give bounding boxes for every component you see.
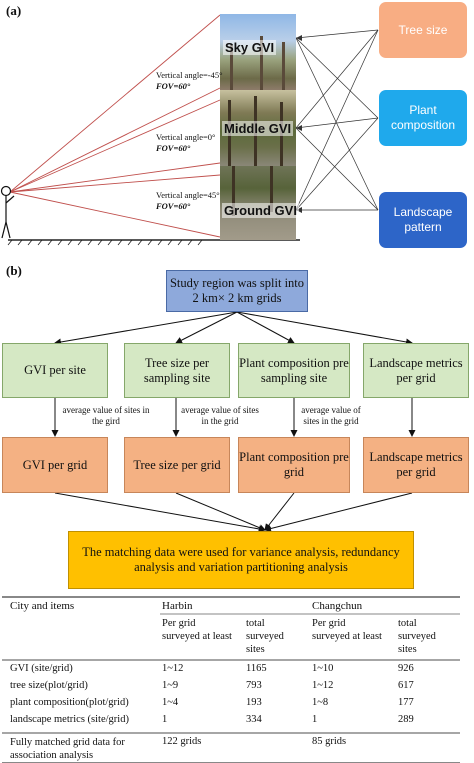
table-row: landscape metrics (site/grid) 1 334 1 28… [10, 714, 414, 725]
table-footer-changchun: 85 grids [312, 736, 347, 747]
landscape-metrics-per-grid-box-1: Landscape metrics per grid [363, 343, 469, 398]
angle-label-ground: Vertical angle=45°FOV=60° [156, 190, 220, 211]
tree-size-per-site-box: Tree size per sampling site [124, 343, 230, 398]
factor-landscape-pattern: Landscape pattern [379, 192, 467, 248]
landscape-metrics-per-grid-box-2: Landscape metrics per grid [363, 437, 469, 493]
middle-gvi-label: Middle GVI [222, 121, 294, 136]
table-row: tree size(plot/grid) 1~9 793 1~12 617 [10, 680, 414, 691]
table-row: plant composition(plot/grid) 1~4 193 1~8… [10, 697, 414, 708]
note-plant-composition: average value of sites in the grid [298, 405, 364, 427]
gvi-per-grid-box: GVI per grid [2, 437, 108, 493]
subheader-harbin-total: total surveyed sites [246, 618, 284, 655]
table-header-changchun: Changchun [312, 600, 363, 612]
observer-figure [0, 185, 15, 239]
ground-gvi-label: Ground GVI [222, 203, 299, 218]
table-footer-item: Fully matched grid data for association … [10, 737, 125, 761]
table-header-city: City and items [10, 600, 75, 612]
table-footer-harbin: 122 grids [162, 736, 202, 747]
subheader-changchun-per-grid: Per grid surveyed at least [312, 618, 382, 642]
subheader-harbin-per-grid: Per grid surveyed at least [162, 618, 232, 642]
plant-composition-per-grid-box: Plant composition pre grid [238, 437, 350, 493]
plant-composition-per-site-box: Plant composition pre sampling site [238, 343, 350, 398]
note-gvi: average value of sites in the gird [60, 405, 152, 427]
factor-tree-size: Tree size [379, 2, 467, 58]
factor-plant-composition: Plant composition [379, 90, 467, 146]
table-row: GVI (site/grid) 1~12 1165 1~10 926 [10, 663, 414, 674]
table-header-harbin: Harbin [162, 600, 193, 612]
subheader-changchun-total: total surveyed sites [398, 618, 436, 655]
panel-a-label: (a) [6, 3, 22, 18]
tree-size-per-grid-box: Tree size per grid [124, 437, 230, 493]
gvi-per-site-box: GVI per site [2, 343, 108, 398]
panel-b-label: (b) [6, 263, 22, 278]
angle-label-middle: Vertical angle=0°FOV=60° [156, 132, 216, 153]
study-region-box: Study region was split into 2 km× 2 km g… [166, 270, 308, 312]
sky-gvi-label: Sky GVI [223, 40, 277, 55]
note-tree-size: average value of sites in the grid [180, 405, 260, 427]
angle-label-sky: Vertical angle=-45°FOV=60° [156, 70, 223, 91]
matching-data-box: The matching data were used for variance… [68, 531, 414, 589]
